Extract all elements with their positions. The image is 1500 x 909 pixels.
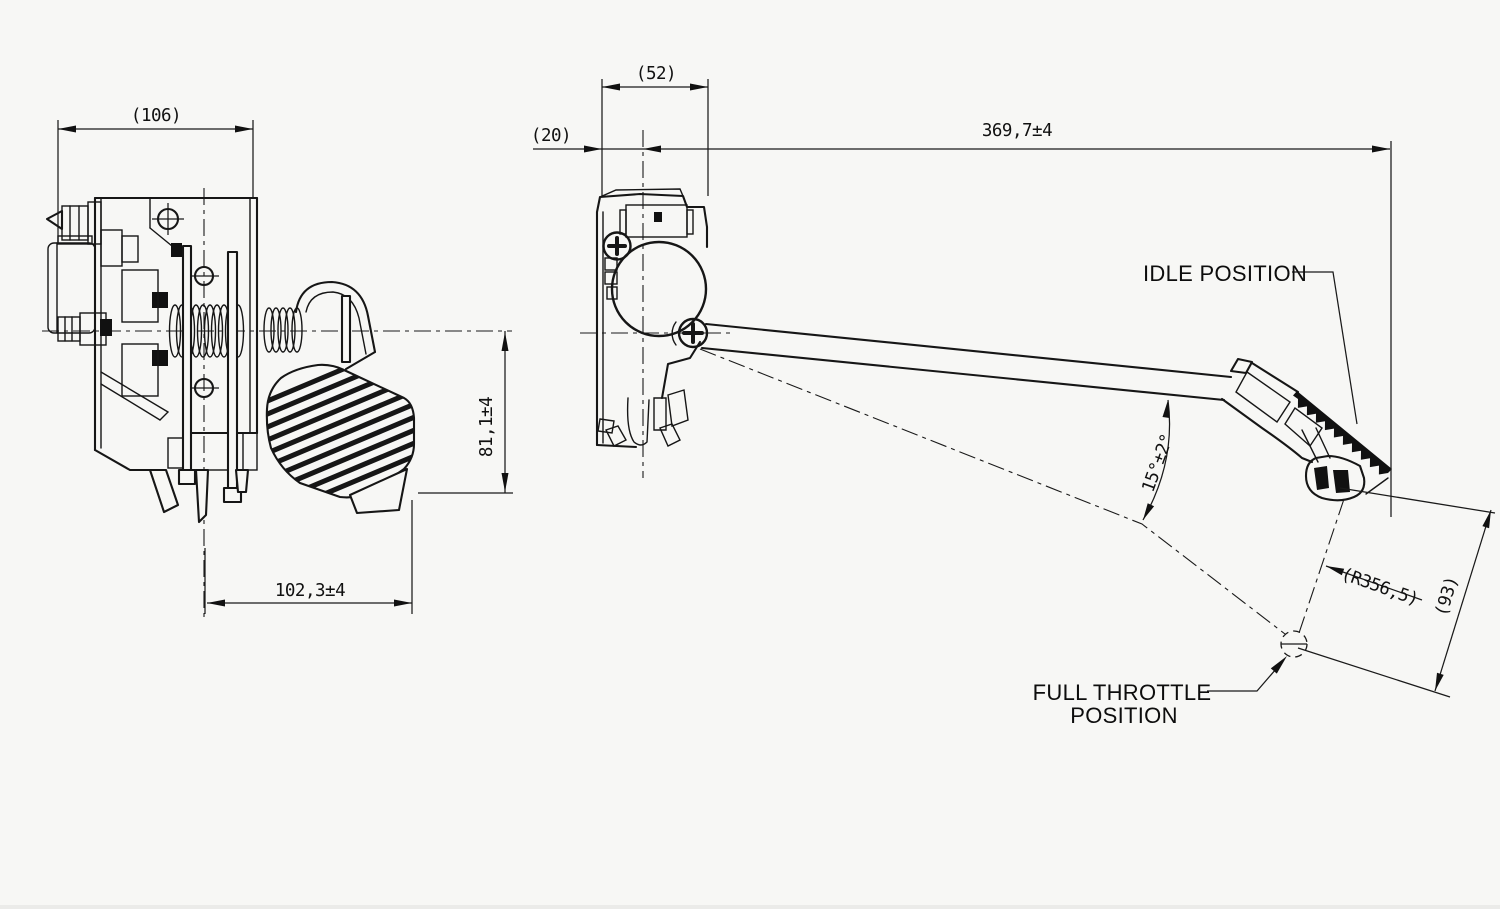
dim-pedal-reach: 369,7±4 bbox=[982, 121, 1052, 141]
dim-travel-arc: (93) bbox=[1432, 574, 1463, 618]
dim-pedal-width: 102,3±4 bbox=[275, 581, 345, 601]
pedal-pad-side bbox=[1220, 357, 1392, 502]
pad-heel-mount bbox=[1304, 454, 1366, 502]
full-throttle-label-line1: FULL THROTTLE bbox=[1033, 680, 1212, 705]
mounting-hole bbox=[189, 377, 219, 399]
full-throttle-centerline bbox=[699, 348, 1286, 635]
dim-travel-angle-group: 15°±2° bbox=[1139, 399, 1178, 521]
pedal-bracket bbox=[595, 188, 709, 449]
idle-position-callout: IDLE POSITION bbox=[1143, 261, 1358, 425]
full-throttle-label-line2: POSITION bbox=[1070, 703, 1178, 728]
dim-pedal-height-group: 81,1±4 bbox=[418, 331, 513, 494]
link-bars bbox=[177, 244, 352, 504]
bottom-feet bbox=[148, 468, 250, 524]
dim-pedal-height: 81,1±4 bbox=[477, 397, 497, 457]
dim-arc-radius-group: (R356,5) bbox=[1325, 564, 1423, 610]
mounting-hole bbox=[152, 203, 184, 235]
dim-travel-angle: 15°±2° bbox=[1139, 432, 1178, 495]
idle-position-label: IDLE POSITION bbox=[1143, 261, 1307, 286]
pad-tread-serration bbox=[1293, 391, 1392, 475]
phillips-screw-upper bbox=[602, 231, 632, 261]
pad-toe-clip bbox=[1229, 357, 1254, 375]
mounting-hole bbox=[189, 265, 219, 287]
dim-arc-radius: (R356,5) bbox=[1338, 564, 1420, 610]
full-throttle-callout: FULL THROTTLE POSITION bbox=[1033, 656, 1287, 728]
pivot-drum bbox=[610, 240, 708, 338]
dim-overall-width: (106) bbox=[131, 106, 181, 126]
bottom-page-edge bbox=[0, 905, 1500, 909]
pad-heel-bracket bbox=[348, 467, 409, 515]
link-brackets bbox=[100, 269, 169, 421]
center-bolt bbox=[57, 292, 168, 366]
pedal-lever-arm-front bbox=[294, 280, 377, 371]
front-view: (106) 81,1±4 102,3±4 bbox=[42, 106, 513, 618]
dim-pedal-width-group: 102,3±4 bbox=[204, 500, 413, 614]
pedal-arm bbox=[700, 322, 1233, 402]
connector-pin bbox=[654, 212, 662, 222]
phillips-screw-pivot bbox=[671, 317, 709, 349]
dim-pivot-offset: (20) bbox=[531, 126, 571, 146]
side-view: (52) (20) 369,7±4 15°±2° (R356,5) bbox=[531, 64, 1496, 728]
dim-bracket-depth: (52) bbox=[636, 64, 676, 84]
dim-overall-width-group: (106) bbox=[57, 106, 254, 242]
dim-reach-group: (20) 369,7±4 bbox=[531, 121, 1392, 517]
coil-spring-small bbox=[263, 307, 303, 353]
full-throttle-point bbox=[1280, 630, 1308, 658]
arc-radius-centerline bbox=[1298, 498, 1345, 634]
dim-bracket-depth-group: (52) bbox=[601, 64, 709, 196]
